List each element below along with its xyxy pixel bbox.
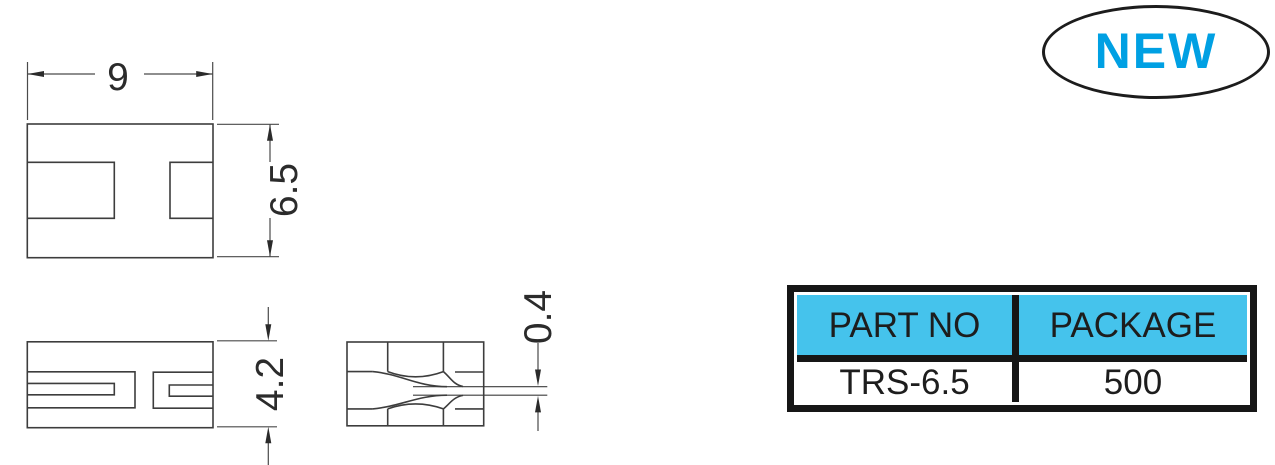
arrowhead-left-icon [27,71,44,77]
arrowhead-up-icon [535,395,541,413]
dim-width: 9 [26,56,214,120]
front-view [26,123,214,259]
dim-thickness-label: 4.2 [249,357,292,411]
plan-view-right-slot [168,384,213,397]
dim-thickness: 4.2 [217,307,292,465]
arrowhead-up-icon [267,124,273,141]
plan-view [26,340,214,429]
dim-height: 6.5 [217,123,306,258]
arrowhead-down-icon [535,369,541,386]
plan-view-right-block [152,371,213,409]
dim-web-thickness: 0.4 [517,290,560,431]
front-view-outline [26,123,214,259]
section-top-notch-arc [387,370,444,378]
section-saddle-curve [442,394,464,410]
section-saddle-curve [442,370,464,388]
section-saddle-curve [372,394,448,410]
dim-height-label: 6.5 [263,163,306,217]
new-badge-label: NEW [1094,23,1218,79]
dim-web-thickness-label: 0.4 [517,290,560,344]
arrowhead-right-icon [196,71,213,77]
spec-table: PART NO PACKAGE TRS-6.5 500 [787,285,1257,412]
front-view-right-notch [169,161,213,220]
arrowhead-up-icon [265,426,272,444]
front-view-left-notch [27,161,116,220]
dim-width-label: 9 [107,56,129,99]
spec-table-part-no-value: TRS-6.5 [797,362,1012,402]
new-badge: NEW [1042,5,1270,99]
spec-table-header-part-no: PART NO [797,295,1012,355]
section-view-outline [346,341,485,427]
section-bottom-notch-arc [387,403,444,410]
spec-table-package-value: 500 [1019,362,1247,402]
section-view [346,341,548,427]
spec-table-header-package: PACKAGE [1019,295,1247,355]
arrowhead-down-icon [267,240,273,257]
plan-view-left-slot [27,382,116,396]
arrowhead-down-icon [265,324,272,341]
plan-view-left-block [27,371,136,409]
spec-table-grid: PART NO PACKAGE TRS-6.5 500 [797,295,1247,402]
